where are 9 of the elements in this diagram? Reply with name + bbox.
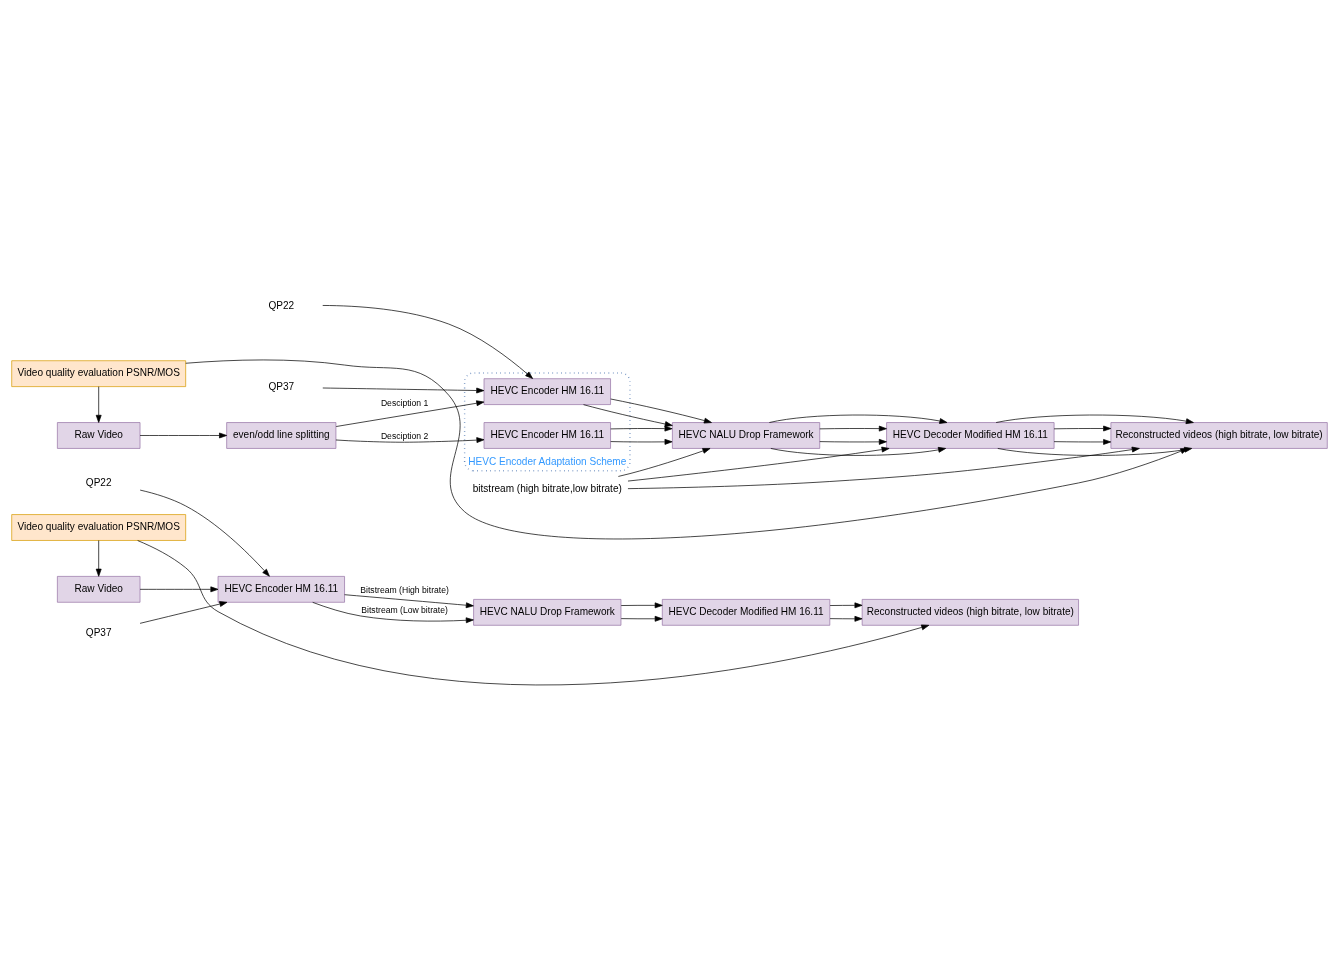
edge-label: Bitstream (Low bitrate): [361, 604, 448, 615]
edge-label: Desciption 1: [380, 397, 429, 408]
node-text: QP22: [268, 299, 295, 311]
edge-label: Bitstream (High bitrate): [360, 584, 449, 595]
edge-label: Desciption 2: [380, 430, 429, 441]
node-text: bitstream (high bitrate,low bitrate): [472, 482, 622, 494]
node-text: QP37: [268, 380, 295, 392]
node-text: QP37: [85, 626, 112, 638]
node-text: QP22: [85, 476, 112, 488]
